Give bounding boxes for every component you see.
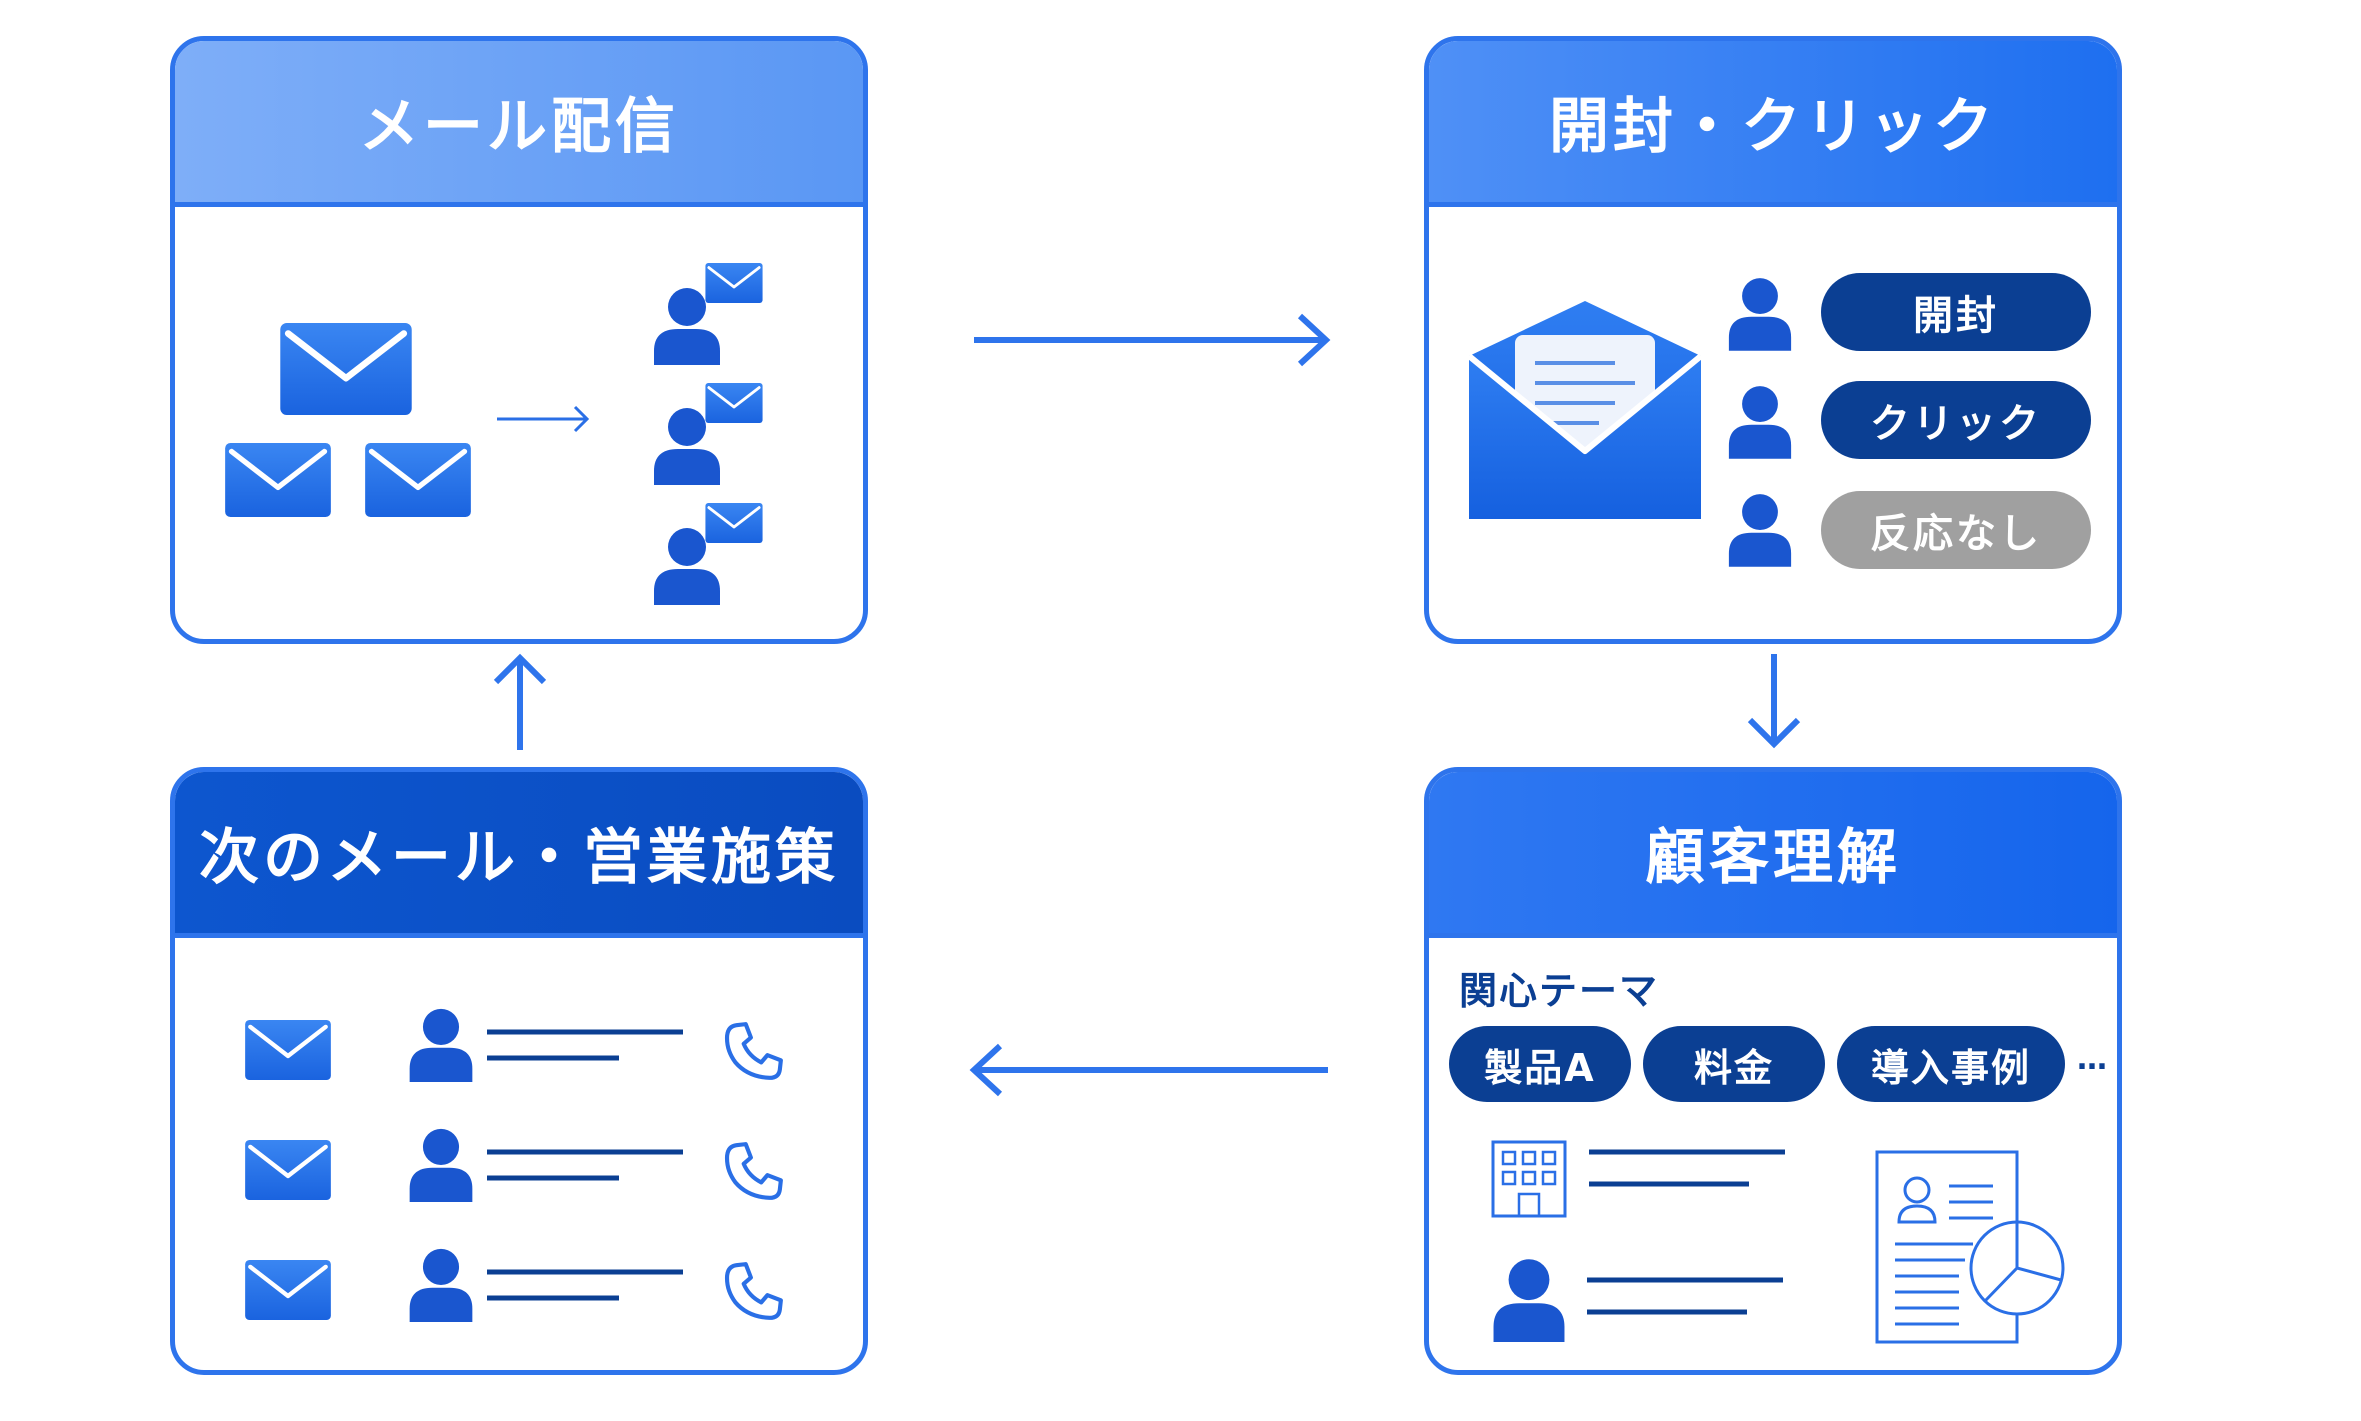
interest-tag-case-studies: 導入事例 bbox=[1837, 1026, 2065, 1102]
card-body: 開封 クリック 反応なし bbox=[1429, 207, 2117, 639]
phone-icon bbox=[723, 1140, 785, 1202]
card-open-click: 開封・クリック 開封 クリック 反応なし bbox=[1424, 36, 2122, 644]
card-title: 顧客理解 bbox=[1429, 772, 2117, 938]
envelope-icon bbox=[245, 1020, 331, 1080]
card-customer-understanding: 顧客理解 関心テーマ 製品A 料金 導入事例 … bbox=[1424, 767, 2122, 1375]
document-chart-icon bbox=[1875, 1150, 2065, 1344]
status-pill-no-response: 反応なし bbox=[1821, 491, 2091, 569]
envelope-icon bbox=[705, 383, 763, 423]
person-icon bbox=[407, 1006, 475, 1082]
person-icon bbox=[1489, 1256, 1569, 1342]
interest-tag-product: 製品A bbox=[1449, 1026, 1631, 1102]
card-next-actions: 次のメール・営業施策 bbox=[170, 767, 868, 1375]
arrow-left-icon bbox=[969, 1043, 1328, 1097]
card-mail-delivery: メール配信 bbox=[170, 36, 868, 644]
envelope-icon bbox=[280, 323, 412, 415]
arrow-up-icon bbox=[493, 653, 547, 750]
detail-lines bbox=[487, 1029, 683, 1061]
detail-lines bbox=[487, 1149, 683, 1181]
interest-theme-label: 関心テーマ bbox=[1459, 969, 1660, 1013]
person-icon bbox=[1727, 275, 1793, 351]
envelope-icon bbox=[225, 443, 331, 517]
envelope-icon bbox=[245, 1140, 331, 1200]
envelope-icon bbox=[705, 503, 763, 543]
detail-lines bbox=[1587, 1277, 1783, 1315]
envelope-icon bbox=[705, 263, 763, 303]
person-icon bbox=[1727, 383, 1793, 459]
card-body: 関心テーマ 製品A 料金 導入事例 … bbox=[1429, 938, 2117, 1370]
envelope-icon bbox=[245, 1260, 331, 1320]
person-icon bbox=[407, 1126, 475, 1202]
status-pill-clicked: クリック bbox=[1821, 381, 2091, 459]
arrow-right-icon bbox=[497, 405, 590, 433]
building-icon bbox=[1491, 1140, 1567, 1218]
card-body bbox=[175, 207, 863, 639]
card-title: メール配信 bbox=[175, 41, 863, 207]
interest-tag-pricing: 料金 bbox=[1643, 1026, 1825, 1102]
more-tags-ellipsis: … bbox=[2077, 1042, 2107, 1077]
card-title: 次のメール・営業施策 bbox=[175, 772, 863, 938]
card-body bbox=[175, 938, 863, 1370]
envelope-icon bbox=[365, 443, 471, 517]
card-title: 開封・クリック bbox=[1429, 41, 2117, 207]
arrow-down-icon bbox=[1747, 654, 1801, 749]
detail-lines bbox=[487, 1269, 683, 1301]
detail-lines bbox=[1589, 1149, 1785, 1187]
status-pill-opened: 開封 bbox=[1821, 273, 2091, 351]
open-envelope-icon bbox=[1469, 301, 1701, 519]
person-icon bbox=[1727, 491, 1793, 567]
person-icon bbox=[407, 1246, 475, 1322]
phone-icon bbox=[723, 1020, 785, 1082]
arrow-right-icon bbox=[974, 313, 1331, 367]
phone-icon bbox=[723, 1260, 785, 1322]
